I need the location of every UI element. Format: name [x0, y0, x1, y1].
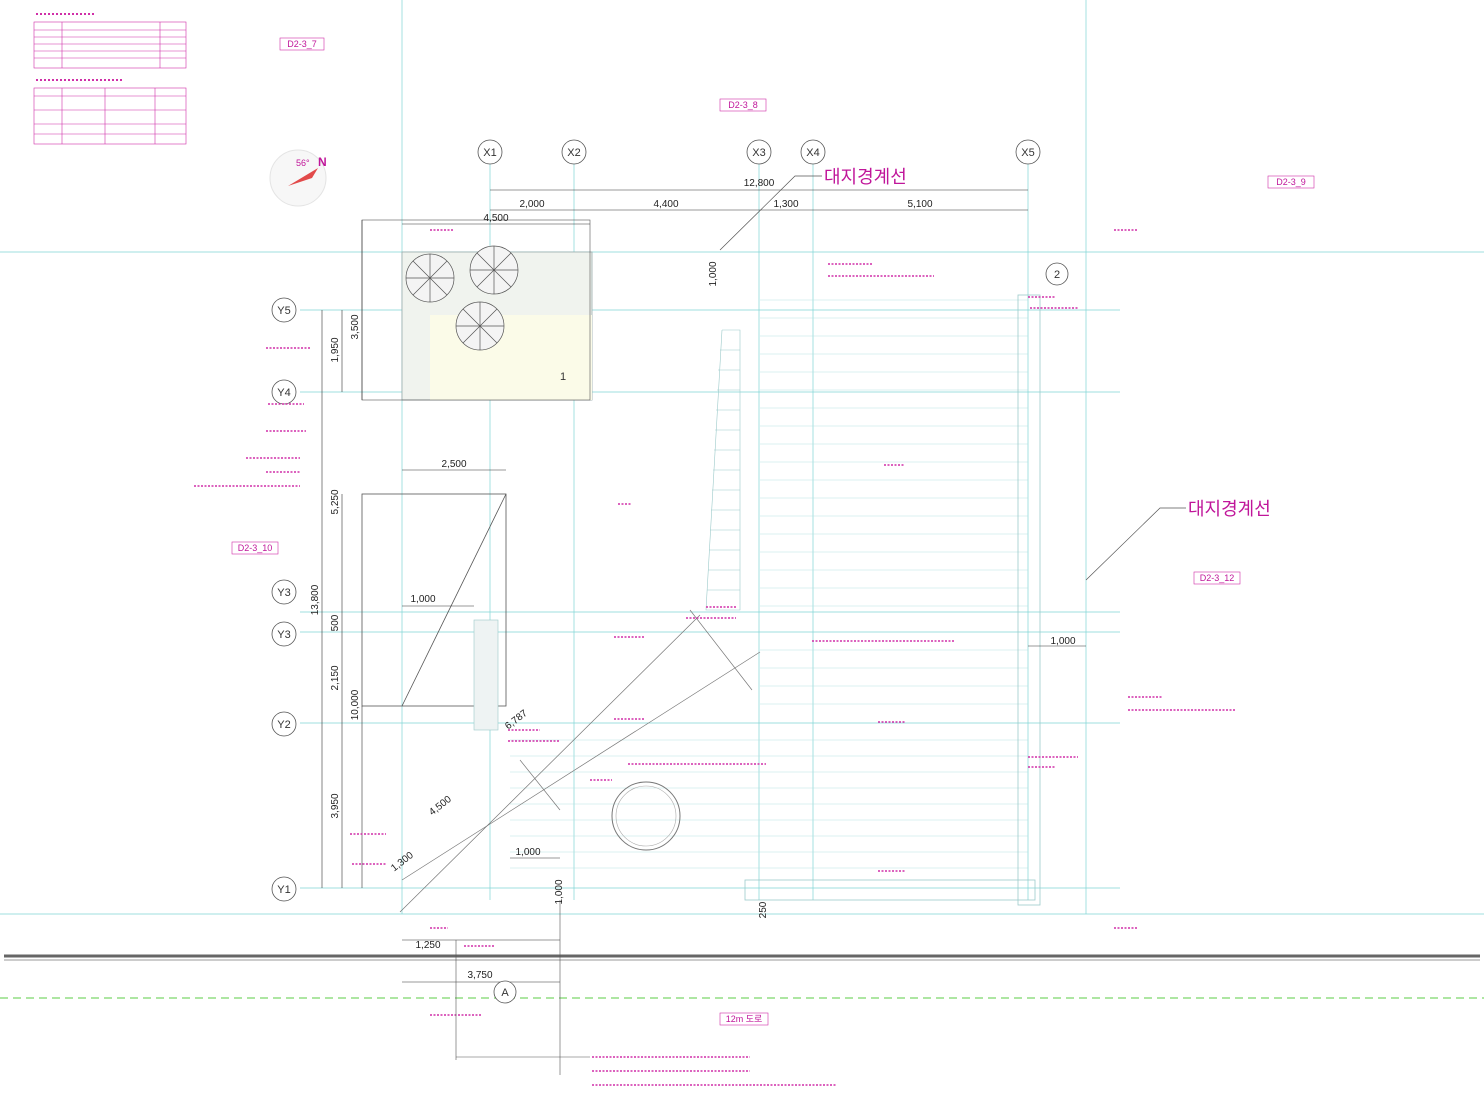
grid-x2: X2: [567, 147, 580, 159]
tree-icon: [469, 245, 519, 295]
road-tag-8: D2-3_8: [728, 100, 758, 110]
dim-1300-diag: 1,300: [389, 850, 416, 874]
grid-y5: Y5: [277, 305, 290, 317]
grid-bubbles-x: [477, 139, 1041, 165]
grid-y3-lower: Y3: [277, 629, 290, 641]
boundary-leaders: [719, 175, 1186, 581]
marker-2: 2: [1054, 269, 1060, 281]
road-tag-boxes: [231, 37, 1315, 1026]
grid-bubbles-y: [271, 262, 1069, 1004]
dim-1000-right: 1,000: [1050, 636, 1075, 647]
legend-scribble: [36, 13, 124, 81]
road-tag-bottom: 12m 도로: [726, 1014, 763, 1024]
grid-y1: Y1: [277, 884, 290, 896]
grid-x4: X4: [806, 147, 819, 159]
dim-top-d4: 5,100: [907, 199, 932, 210]
dim-top-total: 12,800: [744, 178, 775, 189]
dim-1000-left: 1,000: [410, 594, 435, 605]
dim-1250: 1,250: [415, 940, 440, 951]
dim-left-d4: 500: [330, 614, 341, 631]
dim-left-d6: 10,000: [350, 689, 361, 720]
grid-x3: X3: [752, 147, 765, 159]
dim-1000-vert-top: 1,000: [708, 261, 719, 286]
tree-icon: [455, 301, 505, 351]
road-tag-12: D2-3_12: [1200, 573, 1235, 583]
grid-y2: Y2: [277, 719, 290, 731]
north-angle-label: 56°: [296, 158, 310, 168]
annotation-marks: [194, 229, 1236, 1086]
dim-top-d3: 1,300: [773, 199, 798, 210]
dim-top-d2: 4,400: [653, 199, 678, 210]
marker-1: 1: [560, 371, 566, 383]
dim-3750: 3,750: [467, 970, 492, 981]
dim-1000-planter: 1,000: [515, 847, 540, 858]
grid-y4: Y4: [277, 387, 290, 399]
dim-left-d5: 2,150: [330, 665, 341, 690]
grid-a: A: [501, 987, 509, 999]
dim-250: 250: [758, 901, 769, 918]
legend-tables: [33, 21, 187, 145]
road-tag-9: D2-3_9: [1276, 177, 1306, 187]
road-tag-10: D2-3_10: [238, 543, 273, 553]
dim-4500-diag: 4,500: [427, 794, 454, 818]
grid-x5: X5: [1021, 147, 1034, 159]
trees: [405, 245, 519, 351]
dim-left-d2: 3,500: [350, 314, 361, 339]
tree-icon: [405, 253, 455, 303]
grid-lines: [0, 0, 1484, 915]
grid-x1: X1: [483, 147, 496, 159]
road-edge: [0, 954, 1484, 999]
dim-1000-vert-bottom: 1,000: [554, 879, 565, 904]
north-label: N: [318, 155, 327, 169]
road-tag-7: D2-3_7: [287, 39, 317, 49]
dim-2500: 2,500: [441, 459, 466, 470]
dim-top-d1: 2,000: [519, 199, 544, 210]
dim-6787-diag: 6,787: [503, 708, 530, 732]
dim-left-d7: 3,950: [330, 793, 341, 818]
dim-left-d1: 1,950: [330, 337, 341, 362]
boundary-label-top: 대지경계선: [824, 167, 907, 188]
north-arrow: 56° N: [269, 149, 327, 207]
dim-left-total: 13,800: [310, 584, 321, 615]
dim-top-d5: 4,500: [483, 213, 508, 224]
boundary-label-right: 대지경계선: [1188, 499, 1271, 520]
grid-y3-upper: Y3: [277, 587, 290, 599]
bottom-note-leader: [455, 900, 590, 1075]
dim-left-d3: 5,250: [330, 489, 341, 514]
dimension-lines: [321, 189, 1086, 983]
round-planter: [611, 781, 681, 851]
